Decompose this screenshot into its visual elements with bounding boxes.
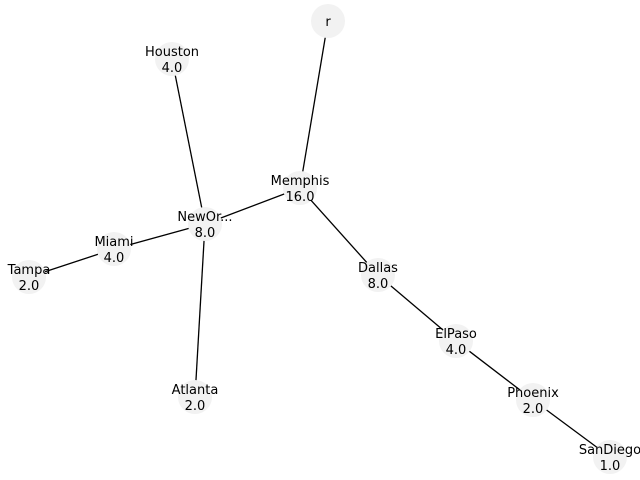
node-circle: [155, 42, 189, 76]
node-neworleans[interactable]: NewOr...8.0: [177, 207, 233, 241]
node-name-label: Miami: [94, 235, 133, 250]
node-r[interactable]: r: [311, 4, 345, 38]
node-circle: [283, 171, 317, 205]
node-value-label: 4.0: [104, 251, 125, 266]
node-name-label: SanDiego: [579, 443, 640, 458]
node-name-label: Dallas: [358, 261, 398, 276]
node-value-label: 8.0: [195, 226, 216, 241]
node-name-label: Atlanta: [172, 383, 219, 398]
node-circle: [97, 232, 131, 266]
node-value-label: 8.0: [368, 277, 389, 292]
edge-phoenix-sandiego: [542, 406, 601, 451]
node-name-label: r: [325, 15, 331, 30]
node-value-label: 4.0: [162, 61, 183, 76]
node-circle: [12, 260, 46, 294]
node-circle: [311, 4, 345, 38]
edge-r-memphis: [301, 32, 327, 177]
nodes-layer: rMemphis16.0Houston4.0NewOr...8.0Miami4.…: [7, 4, 640, 474]
node-value-label: 2.0: [19, 279, 40, 294]
edge-neworleans-atlanta: [195, 235, 205, 386]
node-value-label: 4.0: [446, 343, 467, 358]
edge-miami-tampa: [40, 252, 103, 274]
node-value-label: 1.0: [600, 459, 621, 474]
edge-memphis-dallas: [307, 196, 371, 267]
node-value-label: 2.0: [523, 402, 544, 417]
node-name-label: ElPaso: [435, 327, 477, 342]
node-value-label: 16.0: [286, 190, 315, 205]
node-circle: [516, 383, 550, 417]
edges-layer: [40, 32, 601, 451]
node-circle: [593, 440, 627, 474]
node-name-label: Tampa: [7, 263, 51, 278]
edge-houston-neworleans: [173, 70, 204, 213]
edge-dallas-elpaso: [386, 282, 448, 334]
edge-elpaso-phoenix: [465, 347, 524, 394]
edge-memphis-neworleans: [215, 191, 290, 221]
node-circle: [178, 380, 212, 414]
node-circle: [188, 207, 222, 241]
node-name-label: Phoenix: [507, 386, 559, 401]
node-name-label: Houston: [145, 45, 199, 60]
edge-neworleans-miami: [125, 226, 194, 247]
node-circle: [361, 258, 395, 292]
node-circle: [439, 324, 473, 358]
node-name-label: NewOr...: [177, 210, 232, 225]
node-name-label: Memphis: [271, 174, 330, 189]
node-value-label: 2.0: [185, 399, 206, 414]
